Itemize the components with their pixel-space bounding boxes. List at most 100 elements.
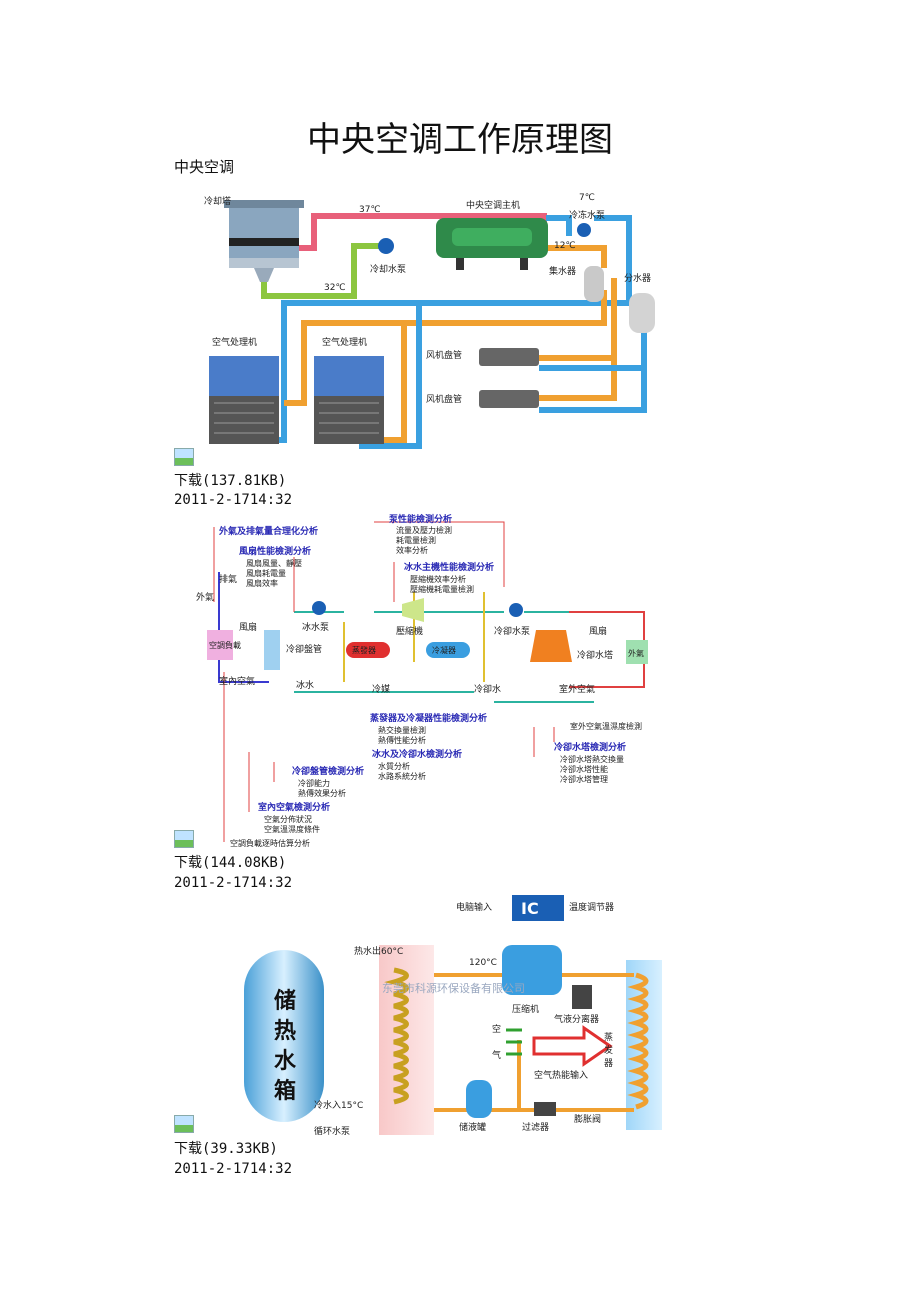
fcu-1-graphic [479, 348, 539, 366]
label-refrigerant: 冷媒 [372, 683, 390, 695]
label-ct-3: 冷卻水塔管理 [560, 774, 608, 784]
label-12c: 12℃ [554, 241, 576, 251]
label-fan-2: 風扇耗電量 [246, 568, 286, 578]
label-evap-2: 发 [604, 1044, 613, 1056]
label-fan-left: 風扇 [239, 621, 257, 633]
label-water-2: 水路系統分析 [378, 771, 426, 781]
main-chiller-graphic [436, 218, 548, 270]
compressor-graphic [402, 598, 424, 622]
label-7c: 7℃ [579, 193, 595, 203]
cooling-tower-graphic [224, 200, 304, 282]
image-placeholder-icon[interactable] [174, 1115, 194, 1133]
figure-heat-pump: 储 热 水 箱 IC 电脑输入 温度调节器 热水出60°C 120°C 压缩机 … [174, 890, 662, 1135]
evaporator-graphic [346, 642, 390, 658]
download-link-1[interactable]: 下载(137.81KB) [174, 473, 287, 489]
download-link-2[interactable]: 下载(144.08KB) [174, 855, 287, 871]
tank-char-3: 水 [274, 1048, 297, 1074]
label-receiver: 储液罐 [459, 1121, 486, 1133]
separator-graphic [572, 985, 592, 1009]
label-indoor-1: 空氣分佈狀況 [264, 814, 312, 824]
cooling-pump-graphic [378, 238, 394, 254]
watermark-text: 东莞市科源环保设备有限公司 [382, 981, 525, 995]
label-fan-analysis: 風扇性能檢測分析 [239, 545, 311, 557]
page-subtitle: 中央空调 [174, 158, 235, 176]
label-ic: IC [521, 899, 539, 918]
label-hx-1: 熱交換量檢測 [378, 725, 426, 735]
label-pump-analysis: 泵性能檢測分析 [389, 513, 452, 525]
label-coil: 冷卻盤管 [286, 643, 322, 655]
label-37c: 37℃ [359, 205, 381, 215]
label-chw-pump: 冰水泵 [302, 621, 329, 633]
label-coil-analysis: 冷卻盤管檢測分析 [292, 765, 364, 777]
storage-tank-graphic [244, 950, 324, 1122]
label-temp-controller: 温度调节器 [569, 901, 614, 913]
label-fan-1: 風扇風量、靜壓 [246, 558, 302, 568]
label-evap-1: 蒸 [604, 1031, 613, 1043]
cooling-tower-graphic [530, 630, 572, 662]
image-placeholder-icon[interactable] [174, 448, 194, 466]
label-chiller-analysis: 冰水主機性能檢測分析 [404, 561, 494, 573]
label-indoor-air: 室內空氣 [219, 675, 255, 687]
upload-date-1: 2011-2-1714:32 [174, 492, 293, 508]
label-120c: 120°C [469, 958, 497, 968]
label-distributor: 分水器 [624, 272, 651, 284]
label-pump-2: 耗電量檢測 [396, 535, 436, 545]
label-fcu-2: 风机盘管 [426, 393, 462, 405]
label-cooling-tower: 冷却塔 [204, 195, 231, 207]
image-placeholder-icon[interactable] [174, 830, 194, 848]
download-link-3[interactable]: 下载(39.33KB) [174, 1141, 278, 1157]
load-graphic [207, 630, 233, 660]
page-title: 中央空调工作原理图 [307, 120, 613, 160]
tank-char-2: 热 [274, 1018, 296, 1044]
label-exhaust: 排氣 [219, 573, 237, 585]
label-outdoor-air-right: 室外空氣 [559, 683, 595, 695]
upload-date-3: 2011-2-1714:32 [174, 1161, 293, 1177]
label-indoor-analysis: 室內空氣檢測分析 [258, 801, 330, 813]
label-outdoor-air: 外氣 [196, 591, 214, 603]
label-air-2: 气 [492, 1049, 501, 1061]
label-ahu-2: 空气处理机 [322, 336, 367, 348]
label-cw-pump: 冷卻水泵 [494, 625, 530, 637]
label-chilled-pump: 冷冻水泵 [569, 209, 605, 221]
label-water-analysis: 冰水及冷卻水檢測分析 [372, 748, 462, 760]
ahu-1-graphic [209, 356, 279, 444]
figure-hvac-overview: 冷却塔 37℃ 32℃ 冷却水泵 中央空调主机 7℃ 冷冻水泵 12℃ 集水器 … [174, 178, 662, 468]
tank-char-1: 储 [274, 988, 296, 1014]
label-load: 空調負載 [209, 640, 241, 650]
cw-pump-graphic [509, 603, 523, 617]
label-ct-1: 冷卻水塔熱交換量 [560, 754, 624, 764]
label-chiller-2: 壓縮機耗電量檢測 [410, 584, 474, 594]
label-fan-right: 風扇 [589, 625, 607, 637]
label-ahu-1: 空气处理机 [212, 336, 257, 348]
label-water-1: 水質分析 [378, 761, 410, 771]
label-fan-3: 風扇效率 [246, 578, 278, 588]
label-evap-3: 器 [604, 1058, 613, 1069]
label-hx-2: 熱傳性能分析 [378, 735, 426, 745]
label-cold-water-in: 冷水入15°C [314, 1099, 363, 1111]
ahu-2-graphic [314, 356, 384, 444]
chw-pump-graphic [312, 601, 326, 615]
label-cooling-pump: 冷却水泵 [370, 263, 406, 275]
receiver-graphic [466, 1080, 492, 1118]
label-hot-water-out: 热水出60°C [354, 945, 403, 957]
upload-date-2: 2011-2-1714:32 [174, 875, 293, 891]
tank-char-4: 箱 [274, 1078, 296, 1104]
label-chw: 冰水 [296, 679, 314, 691]
label-cw: 冷卻水 [474, 683, 501, 695]
figure-hvac-testing: 外氣及排氣量合理化分析 風扇性能檢測分析 風扇風量、靜壓 風扇耗電量 風扇效率 … [174, 512, 662, 852]
compressor-graphic [502, 945, 562, 995]
filter-graphic [534, 1102, 556, 1116]
label-hx-analysis: 蒸發器及冷凝器性能檢測分析 [370, 712, 487, 724]
label-cooling-tower: 冷卻水塔 [577, 649, 613, 661]
chilled-pump-graphic [577, 223, 591, 237]
label-air-energy: 空气热能输入 [534, 1069, 588, 1081]
label-coil-1: 冷卻能力 [298, 778, 330, 788]
label-main-unit: 中央空调主机 [466, 199, 520, 211]
collector-graphic [584, 266, 604, 302]
label-condenser: 冷凝器 [432, 645, 456, 655]
label-compressor: 壓縮機 [396, 625, 423, 637]
label-expansion-valve: 膨胀阀 [574, 1113, 601, 1125]
label-fcu-1: 风机盘管 [426, 349, 462, 361]
ic-controller-graphic [512, 895, 564, 921]
label-oa-right: 外氣 [628, 648, 644, 658]
